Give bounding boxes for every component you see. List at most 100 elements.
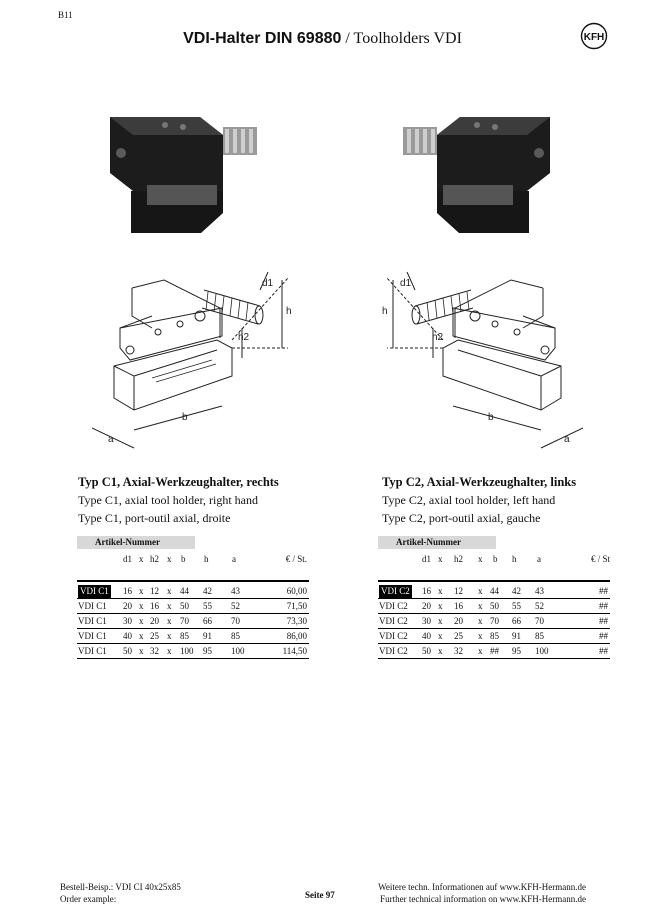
- cell-d1: 20: [123, 601, 132, 611]
- times-sign: x: [139, 601, 144, 611]
- svg-text:a: a: [564, 434, 570, 445]
- cell-h2: 20: [454, 616, 463, 626]
- cell-a: 70: [535, 616, 544, 626]
- cell-h2: 25: [150, 631, 159, 641]
- svg-text:KFH: KFH: [584, 32, 605, 43]
- cell-price: 73,30: [286, 616, 307, 626]
- times-sign: x: [139, 646, 144, 656]
- cell-id: VDI C1: [78, 585, 111, 598]
- cell-d1: 16: [123, 586, 132, 596]
- cell-h: 95: [203, 646, 212, 656]
- table-row: VDI C2 30 x 20 x 70 66 70 ##: [378, 615, 610, 629]
- cell-d1: 40: [422, 631, 431, 641]
- cell-id: VDI C2: [379, 585, 412, 598]
- title-rest: / Toolholders VDI: [341, 30, 462, 47]
- cell-id: VDI C2: [379, 601, 408, 611]
- cell-h2: 12: [150, 586, 159, 596]
- cell-price: ##: [599, 616, 608, 626]
- page-title: VDI-Halter DIN 69880 / Toolholders VDI: [0, 30, 645, 48]
- cell-id: VDI C1: [78, 646, 107, 656]
- cell-a: 100: [231, 646, 245, 656]
- times-sign: x: [438, 586, 443, 596]
- cell-h: 55: [203, 601, 212, 611]
- cell-h2: 16: [150, 601, 159, 611]
- cell-d1: 40: [123, 631, 132, 641]
- cell-h2: 20: [150, 616, 159, 626]
- cell-d1: 16: [422, 586, 431, 596]
- times-sign: x: [438, 646, 443, 656]
- cell-a: 85: [535, 631, 544, 641]
- cell-d1: 50: [422, 646, 431, 656]
- svg-text:h2: h2: [432, 332, 444, 343]
- times-sign: x: [167, 586, 172, 596]
- cell-h2: 32: [454, 646, 463, 656]
- cell-h: 42: [512, 586, 521, 596]
- cell-price: 71,50: [286, 601, 307, 611]
- cell-id: VDI C1: [78, 631, 107, 641]
- cell-d1: 50: [123, 646, 132, 656]
- cell-price: ##: [599, 601, 608, 611]
- type-c1-description: Typ C1, Axial-Werkzeughalter, rechts Typ…: [78, 473, 279, 527]
- type-c2-fr: Type C2, port-outil axial, gauche: [382, 511, 541, 525]
- cell-b: 44: [490, 586, 499, 596]
- svg-text:h: h: [382, 306, 388, 317]
- times-sign: x: [478, 631, 483, 641]
- type-c1-fr: Type C1, port-outil axial, droite: [78, 511, 231, 525]
- cell-price: ##: [599, 631, 608, 641]
- times-sign: x: [438, 616, 443, 626]
- cell-id: VDI C2: [379, 646, 408, 656]
- type-c1-heading: Typ C1, Axial-Werkzeughalter, rechts: [78, 475, 279, 489]
- times-sign: x: [139, 631, 144, 641]
- times-sign: x: [478, 616, 483, 626]
- cell-a: 52: [535, 601, 544, 611]
- cell-b: 100: [180, 646, 194, 656]
- page-number: Seite 97: [305, 890, 335, 900]
- cell-h2: 16: [454, 601, 463, 611]
- svg-text:a: a: [108, 434, 114, 445]
- svg-text:d1: d1: [400, 278, 412, 289]
- article-number-header: Artikel-Nummer: [77, 536, 195, 549]
- cell-a: 100: [535, 646, 549, 656]
- product-photo-c1: [110, 117, 257, 233]
- times-sign: x: [167, 631, 172, 641]
- cell-h: 66: [512, 616, 521, 626]
- cell-a: 85: [231, 631, 240, 641]
- page-code: B11: [58, 10, 73, 20]
- cell-b: 85: [490, 631, 499, 641]
- table-header-row: d1 x h2 x b h a € / St.: [123, 554, 307, 564]
- cell-b: 85: [180, 631, 189, 641]
- cell-h2: 12: [454, 586, 463, 596]
- cell-d1: 20: [422, 601, 431, 611]
- type-c2-en: Type C2, axial tool holder, left hand: [382, 493, 556, 507]
- times-sign: x: [167, 646, 172, 656]
- svg-text:b: b: [488, 412, 494, 423]
- cell-price: 60,00: [286, 586, 307, 596]
- cell-id: VDI C2: [379, 616, 408, 626]
- cell-d1: 30: [422, 616, 431, 626]
- cell-d1: 30: [123, 616, 132, 626]
- cell-h: 95: [512, 646, 521, 656]
- svg-text:b: b: [182, 412, 188, 423]
- times-sign: x: [139, 586, 144, 596]
- times-sign: x: [167, 616, 172, 626]
- cell-a: 52: [231, 601, 240, 611]
- technical-drawing-c1: d1 h h2 b a: [92, 271, 292, 449]
- times-sign: x: [167, 601, 172, 611]
- cell-a: 70: [231, 616, 240, 626]
- type-c2-description: Typ C2, Axial-Werkzeughalter, links Type…: [382, 473, 576, 527]
- cell-h: 66: [203, 616, 212, 626]
- cell-b: 70: [490, 616, 499, 626]
- article-number-header: Artikel-Nummer: [378, 536, 496, 549]
- title-bold: VDI-Halter DIN 69880: [183, 30, 342, 47]
- type-c1-en: Type C1, axial tool holder, right hand: [78, 493, 258, 507]
- kfh-logo-icon: KFH: [580, 22, 608, 50]
- times-sign: x: [478, 586, 483, 596]
- svg-text:d1: d1: [262, 278, 274, 289]
- cell-a: 43: [231, 586, 240, 596]
